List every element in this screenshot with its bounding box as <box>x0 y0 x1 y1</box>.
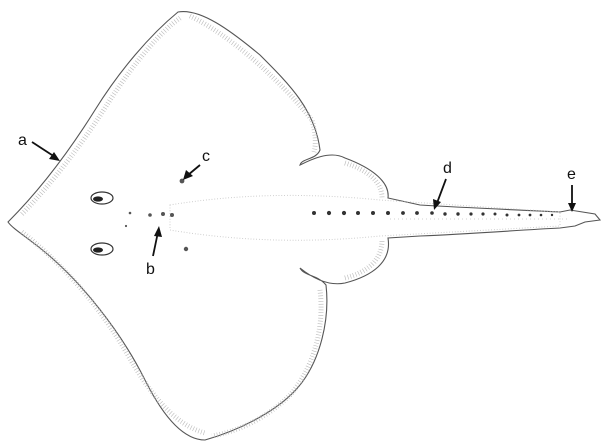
label-d: d <box>443 160 452 177</box>
skate-body <box>8 12 600 440</box>
label-e: e <box>567 166 576 183</box>
label-c: c <box>202 148 210 165</box>
arrow-d <box>437 179 446 203</box>
left-eye-lower-pupil <box>93 247 103 252</box>
label-a: a <box>18 132 27 149</box>
arrow-a <box>32 142 55 157</box>
disc-outline <box>8 12 600 440</box>
label-b: b <box>146 261 155 278</box>
left-eye-upper-pupil <box>93 196 103 201</box>
